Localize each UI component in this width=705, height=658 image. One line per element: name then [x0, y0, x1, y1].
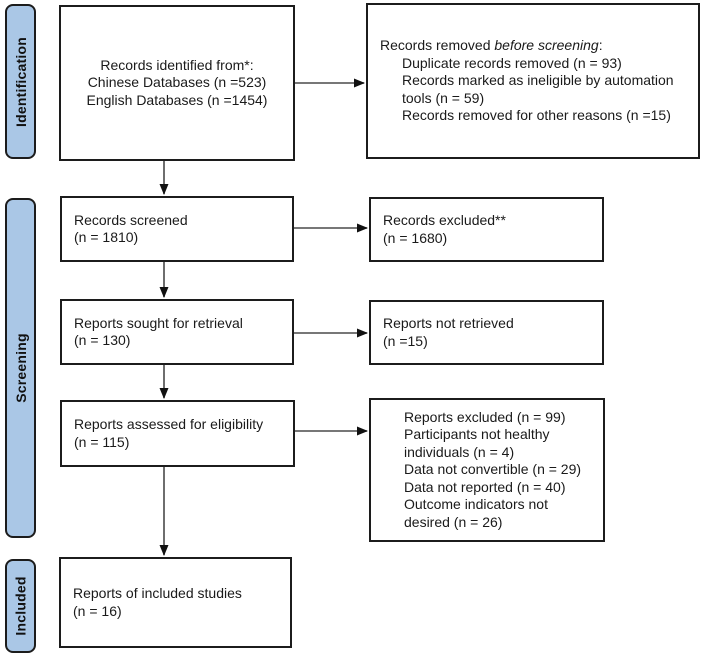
box-text-line: (n = 130) — [74, 332, 131, 348]
box-text-line: Records marked as ineligible by automati… — [402, 72, 674, 106]
stage-identification: Identification — [5, 4, 36, 159]
box-text-line: Records identified from*: — [100, 56, 254, 73]
box-text-line: Records screened — [74, 211, 188, 228]
stage-included: Included — [5, 559, 36, 653]
box-text-line: (n = 115) — [74, 433, 130, 450]
stage-identification-label: Identification — [12, 36, 29, 127]
box-text-line: English Databases (n =1454) — [86, 91, 268, 108]
box-reports-excluded: Reports excluded (n = 99) Participants n… — [369, 398, 605, 542]
box-reports-not-retrieved: Reports not retrieved (n =15) — [369, 300, 604, 365]
box-text-line: (n =15) — [383, 332, 428, 349]
box-text-line: Records removed for other reasons (n =15… — [402, 107, 671, 124]
box-text-line: Participants not healthy individuals (n … — [404, 426, 550, 460]
box-text-line: Records excluded** — [383, 212, 506, 228]
box-records-screened: Records screened (n = 1810) — [60, 196, 294, 262]
box-text-line: Reports sought for retrieval — [74, 314, 243, 331]
stage-screening: Screening — [5, 198, 36, 538]
box-records-identified: Records identified from*: Chinese Databa… — [59, 5, 295, 161]
box-text-line: (n = 1680) — [383, 229, 448, 246]
box-reports-sought: Reports sought for retrieval (n = 130) — [60, 299, 294, 365]
box-title-prefix: Records removed — [380, 37, 495, 54]
box-text-line: Reports assessed for eligibility — [74, 416, 264, 432]
stage-included-label: Included — [12, 576, 29, 636]
box-text-line: Data not convertible (n = 29) — [404, 461, 582, 478]
box-title-suffix: : — [598, 37, 603, 54]
box-text-line: Outcome indicators not desired (n = 26) — [404, 496, 548, 530]
box-records-excluded: Records excluded** (n = 1680) — [369, 197, 604, 262]
box-records-removed: Records removed before screening: Duplic… — [366, 3, 700, 159]
box-text-line: (n = 1810) — [74, 229, 139, 245]
box-text-line: (n = 16) — [73, 602, 122, 619]
box-title-italic: before screening — [494, 37, 599, 54]
box-text-line: Chinese Databases (n =523) — [87, 74, 267, 91]
box-title-line: Records removed before screening: — [380, 37, 603, 55]
box-text-line: Reports excluded (n = 99) — [404, 408, 566, 425]
box-text-line: Duplicate records removed (n = 93) — [402, 54, 622, 71]
box-text-line: Reports not retrieved — [383, 315, 514, 331]
box-reports-assessed: Reports assessed for eligibility (n = 11… — [60, 400, 295, 467]
stage-screening-label: Screening — [12, 333, 29, 403]
box-text-line: Data not reported (n = 40) — [404, 478, 566, 495]
box-text-line: Reports of included studies — [73, 585, 242, 601]
box-reports-included: Reports of included studies (n = 16) — [59, 557, 292, 648]
